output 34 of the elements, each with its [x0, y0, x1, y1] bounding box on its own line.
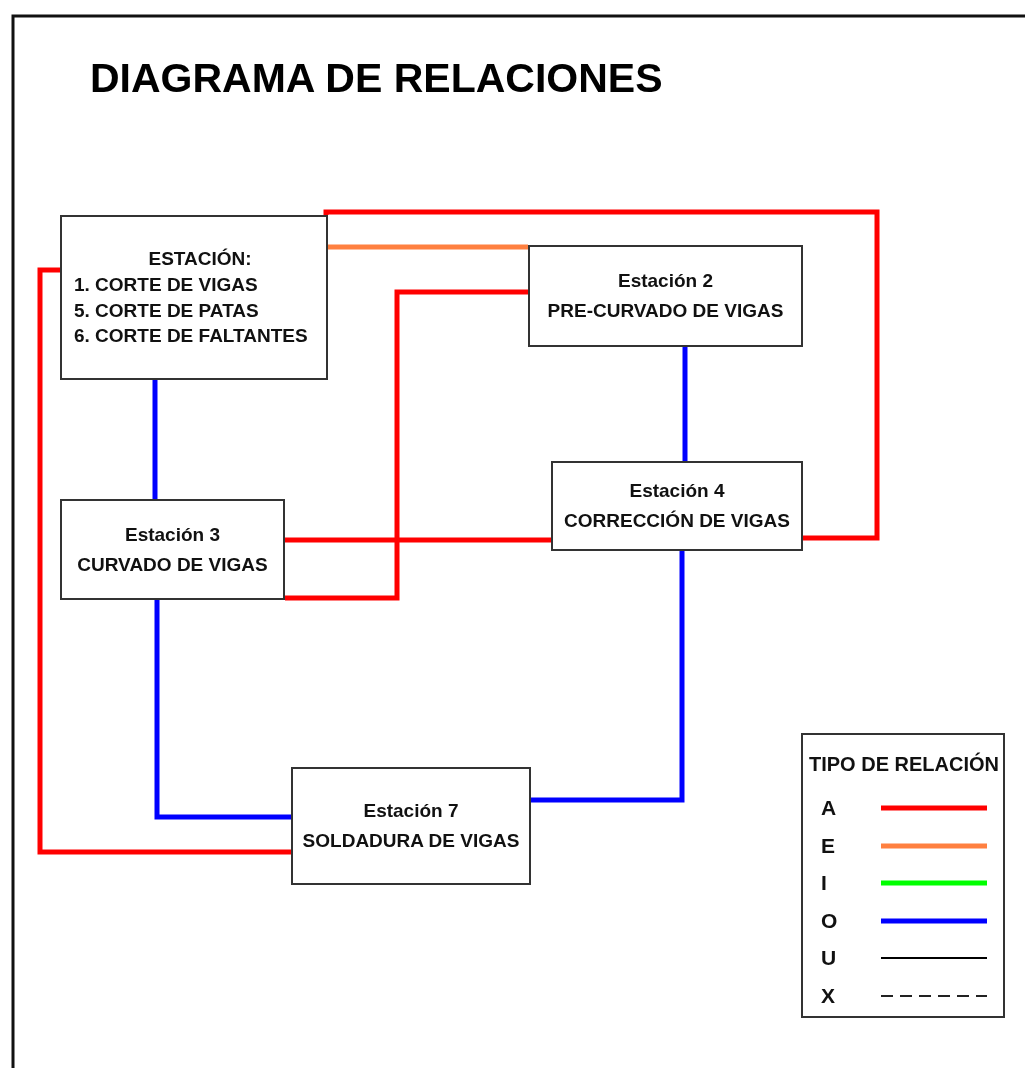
- station-label: 1. CORTE DE VIGAS: [74, 273, 258, 296]
- station-heading: Estación 3: [124, 523, 220, 546]
- legend-label: I: [821, 871, 827, 895]
- connector-line: [154, 600, 291, 820]
- station-label: CORRECCIÓN DE VIGAS: [564, 510, 790, 532]
- station-heading: ESTACIÓN:: [148, 247, 252, 270]
- connector-line: [285, 289, 528, 601]
- connector-line: [37, 267, 291, 855]
- legend-label: X: [821, 983, 835, 1008]
- station-label: CURVADO DE VIGAS: [77, 553, 268, 576]
- connector-line: [323, 209, 880, 541]
- legend-label: O: [821, 908, 838, 933]
- connector-line: [682, 347, 688, 461]
- station-box: [60, 215, 328, 380]
- legend-title: TIPO DE RELACIÓN: [809, 753, 999, 776]
- connector-line: [152, 380, 158, 499]
- station-label: SOLDADURA DE VIGAS: [302, 830, 520, 852]
- station-box: [60, 499, 285, 600]
- legend-label: U: [821, 946, 837, 970]
- station-heading: Estación 2: [617, 270, 713, 292]
- connector-line: [285, 537, 551, 543]
- station-heading: Estación 4: [629, 480, 725, 502]
- station-label: PRE-CURVADO DE VIGAS: [547, 300, 784, 322]
- legend-label: A: [821, 796, 837, 820]
- station-box: [551, 461, 803, 551]
- station-box: [291, 767, 531, 885]
- station-heading: Estación 7: [363, 800, 459, 822]
- station-label: 6. CORTE DE FALTANTES: [74, 325, 308, 348]
- diagram-title: DIAGRAMA DE RELACIONES: [90, 55, 663, 102]
- connector-line: [328, 244, 528, 250]
- station-box: [528, 245, 803, 347]
- station-label: 5. CORTE DE PATAS: [74, 299, 259, 322]
- connector-line: [531, 551, 685, 803]
- legend-label: E: [821, 833, 835, 858]
